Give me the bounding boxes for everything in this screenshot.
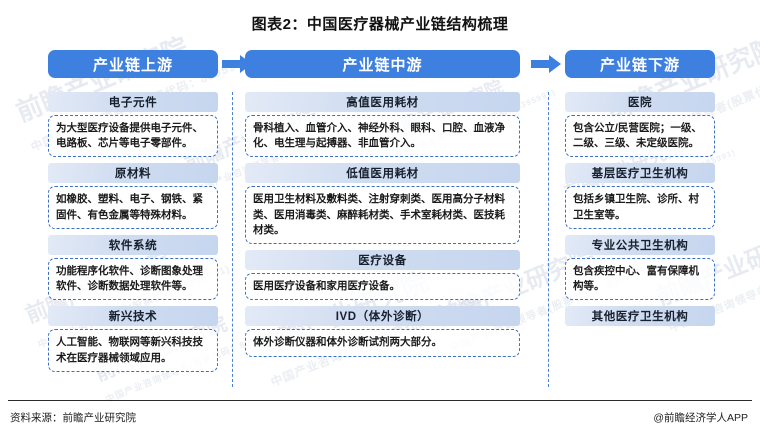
block-header: 基层医疗卫生机构: [565, 163, 715, 184]
banner-downstream[interactable]: 产业链下游: [565, 50, 715, 78]
block-body: 如橡胶、塑料、电子、钢铁、紧固件、有色金属等特殊材料。: [48, 186, 218, 229]
block-header: 原材料: [48, 163, 218, 184]
block-gaozhihaocai[interactable]: 高值医用耗材 骨科植入、血管介入、神经外科、眼科、口腔、血液净化、电生理与起搏器…: [245, 92, 520, 158]
separator-midstream-downstream: [548, 92, 549, 387]
block-dianziyuanjian[interactable]: 电子元件 为大型医疗设备提供电子元件、电路板、芯片等电子零部件。: [48, 92, 218, 158]
block-dizhihaocai[interactable]: 低值医用耗材 医用卫生材料及敷料类、注射穿刺类、医用高分子材料类、医用消毒类、麻…: [245, 163, 520, 245]
block-ivd[interactable]: IVD（体外诊断） 体外诊断仪器和体外诊断试剂两大部分。: [245, 306, 520, 357]
banner-midstream[interactable]: 产业链中游: [245, 50, 520, 78]
block-body: 功能程序化软件、诊断图象处理软件、诊断数据处理软件等。: [48, 257, 218, 301]
banner-downstream-label: 产业链下游: [599, 56, 680, 74]
block-body: 包含疾控中心、富有保障机构等。: [565, 257, 715, 301]
columns-area: 电子元件 为大型医疗设备提供电子元件、电路板、芯片等电子零部件。 原材料 如橡胶…: [0, 92, 760, 390]
block-body: 骨科植入、血管介入、神经外科、眼科、口腔、血液净化、电生理与起搏器、非血管介入。: [245, 115, 520, 158]
block-body: 人工智能、物联网等新兴科技技术在医疗器械领域应用。: [48, 329, 218, 372]
chain-banner-row: 产业链上游 产业链中游 产业链下游: [0, 50, 760, 78]
block-header: 医疗设备: [245, 250, 520, 271]
block-header: 软件系统: [48, 234, 218, 255]
block-body: 体外诊断仪器和体外诊断试剂两大部分。: [245, 329, 520, 357]
block-body: 包含公立/民营医院；一级、二级、三级、未定级医院。: [565, 115, 715, 158]
column-downstream: 医院 包含公立/民营医院；一级、二级、三级、未定级医院。 基层医疗卫生机构 包括…: [565, 92, 715, 332]
banner-upstream-label: 产业链上游: [92, 56, 173, 74]
block-jicengjigou[interactable]: 基层医疗卫生机构 包括乡镇卫生院、诊所、村卫生室等。: [565, 163, 715, 229]
block-header: IVD（体外诊断）: [245, 306, 520, 327]
banner-upstream[interactable]: 产业链上游: [48, 50, 218, 78]
block-header: 医院: [565, 92, 715, 112]
block-yiyuan[interactable]: 医院 包含公立/民营医院；一级、二级、三级、未定级医院。: [565, 92, 715, 158]
column-upstream: 电子元件 为大型医疗设备提供电子元件、电路板、芯片等电子零部件。 原材料 如橡胶…: [48, 92, 218, 378]
block-header: 其他医疗卫生机构: [565, 306, 715, 327]
block-ruanjianxitong[interactable]: 软件系统 功能程序化软件、诊断图象处理软件、诊断数据处理软件等。: [48, 234, 218, 301]
block-body: 医用医疗设备和家用医疗设备。: [245, 273, 520, 301]
banner-midstream-label: 产业链中游: [342, 56, 423, 74]
footer-divider: [8, 400, 752, 401]
column-midstream: 高值医用耗材 骨科植入、血管介入、神经外科、眼科、口腔、血液净化、电生理与起搏器…: [245, 92, 520, 363]
block-xinxingjishu[interactable]: 新兴技术 人工智能、物联网等新兴科技技术在医疗器械领域应用。: [48, 306, 218, 372]
block-yuancailiao[interactable]: 原材料 如橡胶、塑料、电子、钢铁、紧固件、有色金属等特殊材料。: [48, 163, 218, 229]
block-body: 医用卫生材料及敷料类、注射穿刺类、医用高分子材料类、医用消毒类、麻醉耗材类、手术…: [245, 186, 520, 245]
app-credit: @前瞻经济学人APP: [653, 412, 748, 424]
block-yiliaoshebei[interactable]: 医疗设备 医用医疗设备和家用医疗设备。: [245, 250, 520, 301]
block-header: 电子元件: [48, 92, 218, 112]
source-text: 资料来源：前瞻产业研究院: [10, 412, 136, 424]
block-qitajigou[interactable]: 其他医疗卫生机构: [565, 306, 715, 327]
block-zhuanyegonggong[interactable]: 专业公共卫生机构 包含疾控中心、富有保障机构等。: [565, 234, 715, 301]
block-header: 低值医用耗材: [245, 163, 520, 184]
block-header: 专业公共卫生机构: [565, 234, 715, 255]
block-body: 包括乡镇卫生院、诊所、村卫生室等。: [565, 186, 715, 229]
arrow-upstream-to-midstream-icon: [222, 55, 252, 73]
page-title: 图表2：中国医疗器械产业链结构梳理: [251, 16, 509, 33]
arrow-midstream-to-downstream-icon: [531, 55, 561, 73]
block-header: 新兴技术: [48, 306, 218, 327]
separator-upstream-midstream: [232, 92, 233, 387]
block-header: 高值医用耗材: [245, 92, 520, 112]
footer: 资料来源：前瞻产业研究院 @前瞻经济学人APP: [0, 400, 760, 434]
block-body: 为大型医疗设备提供电子元件、电路板、芯片等电子零部件。: [48, 115, 218, 158]
